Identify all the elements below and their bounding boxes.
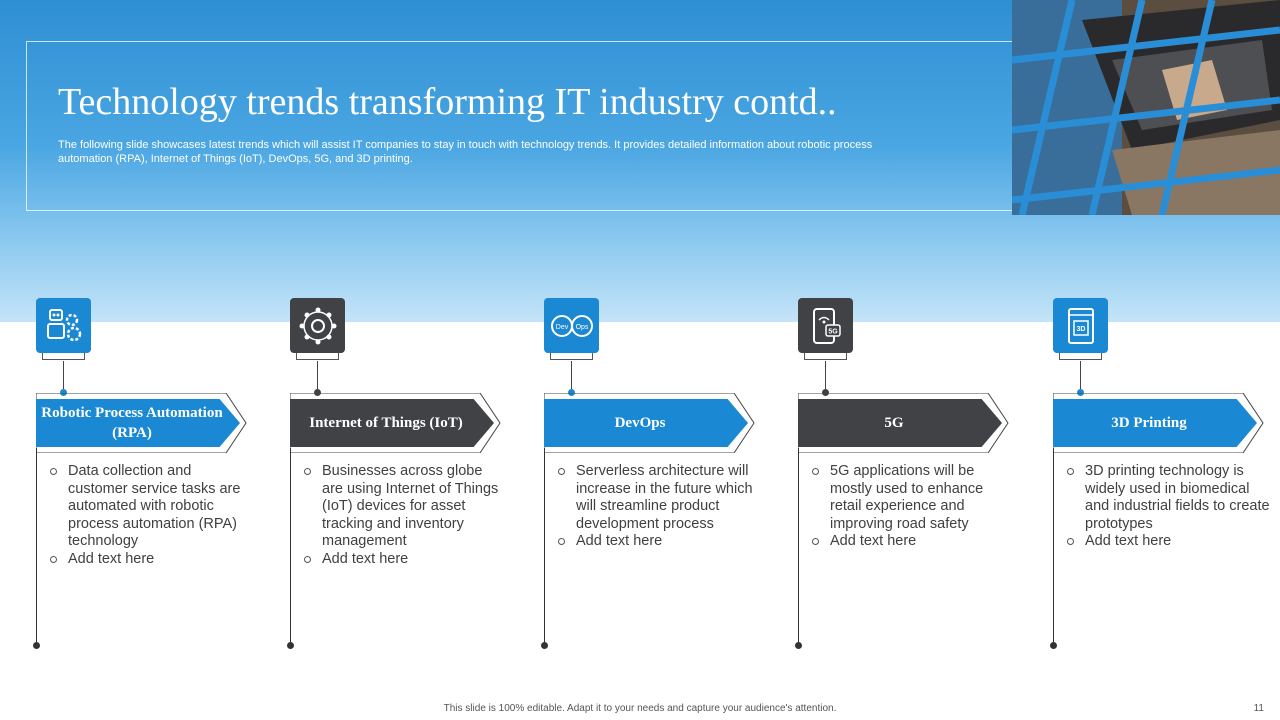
timeline-end-dot: [541, 642, 548, 649]
slide-title: Technology trends transforming IT indust…: [58, 81, 837, 123]
slide-subtitle: The following slide showcases latest tre…: [58, 139, 873, 165]
connector-stem: [1080, 361, 1081, 389]
timeline-end-dot: [287, 642, 294, 649]
bullet-list: 5G applications will be mostly used to e…: [810, 463, 1015, 551]
timeline-end-dot: [33, 642, 40, 649]
title-frame: [26, 41, 1028, 211]
list-item: Data collection and customer service tas…: [48, 463, 253, 551]
heading-arrow: Robotic Process Automation (RPA): [36, 393, 248, 453]
iot-network-icon: [290, 298, 345, 353]
devops-icon: Dev Ops: [544, 298, 599, 353]
column-5g: 5G 5G 5G applications will be mostly use…: [795, 298, 1030, 658]
page-number: 11: [1253, 703, 1264, 714]
connector-stem: [317, 361, 318, 389]
column-devops: Dev Ops DevOps Serverless architecture w…: [541, 298, 776, 658]
icon-stand: [550, 349, 593, 360]
bullet-list: Businesses across globe are using Intern…: [302, 463, 507, 569]
list-item: Add text here: [556, 533, 761, 551]
3d-label-text: 3D: [1076, 326, 1085, 333]
icon-stand: [42, 349, 85, 360]
5g-label-text: 5G: [828, 328, 838, 335]
list-item: 3D printing technology is widely used in…: [1065, 463, 1270, 533]
icon-stand: [804, 349, 847, 360]
heading-arrow: DevOps: [544, 393, 756, 453]
column-iot: Internet of Things (IoT) Businesses acro…: [287, 298, 522, 658]
heading-arrow: Internet of Things (IoT): [290, 393, 502, 453]
5g-phone-icon: 5G: [798, 298, 853, 353]
timeline-line: [798, 448, 799, 644]
list-item: Add text here: [810, 533, 1015, 551]
heading-label: 3D Printing: [1053, 399, 1257, 447]
3d-printer-icon: 3D: [1053, 298, 1108, 353]
heading-label: DevOps: [544, 399, 748, 447]
list-item: Add text here: [1065, 533, 1270, 551]
timeline-line: [36, 448, 37, 644]
laptop-photo: [1012, 0, 1280, 215]
list-item: Serverless architecture will increase in…: [556, 463, 761, 533]
timeline-end-dot: [795, 642, 802, 649]
bullet-list: Data collection and customer service tas…: [48, 463, 253, 569]
timeline-line: [290, 448, 291, 644]
bullet-list: 3D printing technology is widely used in…: [1065, 463, 1270, 551]
footer-note: This slide is 100% editable. Adapt it to…: [443, 703, 837, 714]
devops-ops-text: Ops: [575, 324, 588, 331]
column-rpa: Robotic Process Automation (RPA) Data co…: [33, 298, 268, 658]
list-item: Add text here: [302, 551, 507, 569]
column-3d-printing: 3D 3D Printing 3D printing technology is…: [1050, 298, 1280, 658]
connector-stem: [825, 361, 826, 389]
timeline-end-dot: [1050, 642, 1057, 649]
heading-label: Robotic Process Automation (RPA): [36, 399, 240, 447]
heading-arrow: 5G: [798, 393, 1010, 453]
timeline-line: [544, 448, 545, 644]
heading-label: Internet of Things (IoT): [290, 399, 494, 447]
devops-dev-text: Dev: [555, 324, 568, 331]
robot-gears-icon: [36, 298, 91, 353]
connector-stem: [571, 361, 572, 389]
bullet-list: Serverless architecture will increase in…: [556, 463, 761, 551]
list-item: Businesses across globe are using Intern…: [302, 463, 507, 551]
heading-label: 5G: [798, 399, 1002, 447]
timeline-line: [1053, 448, 1054, 644]
connector-stem: [63, 361, 64, 389]
list-item: 5G applications will be mostly used to e…: [810, 463, 1015, 533]
list-item: Add text here: [48, 551, 253, 569]
heading-arrow: 3D Printing: [1053, 393, 1265, 453]
icon-stand: [1059, 349, 1102, 360]
icon-stand: [296, 349, 339, 360]
